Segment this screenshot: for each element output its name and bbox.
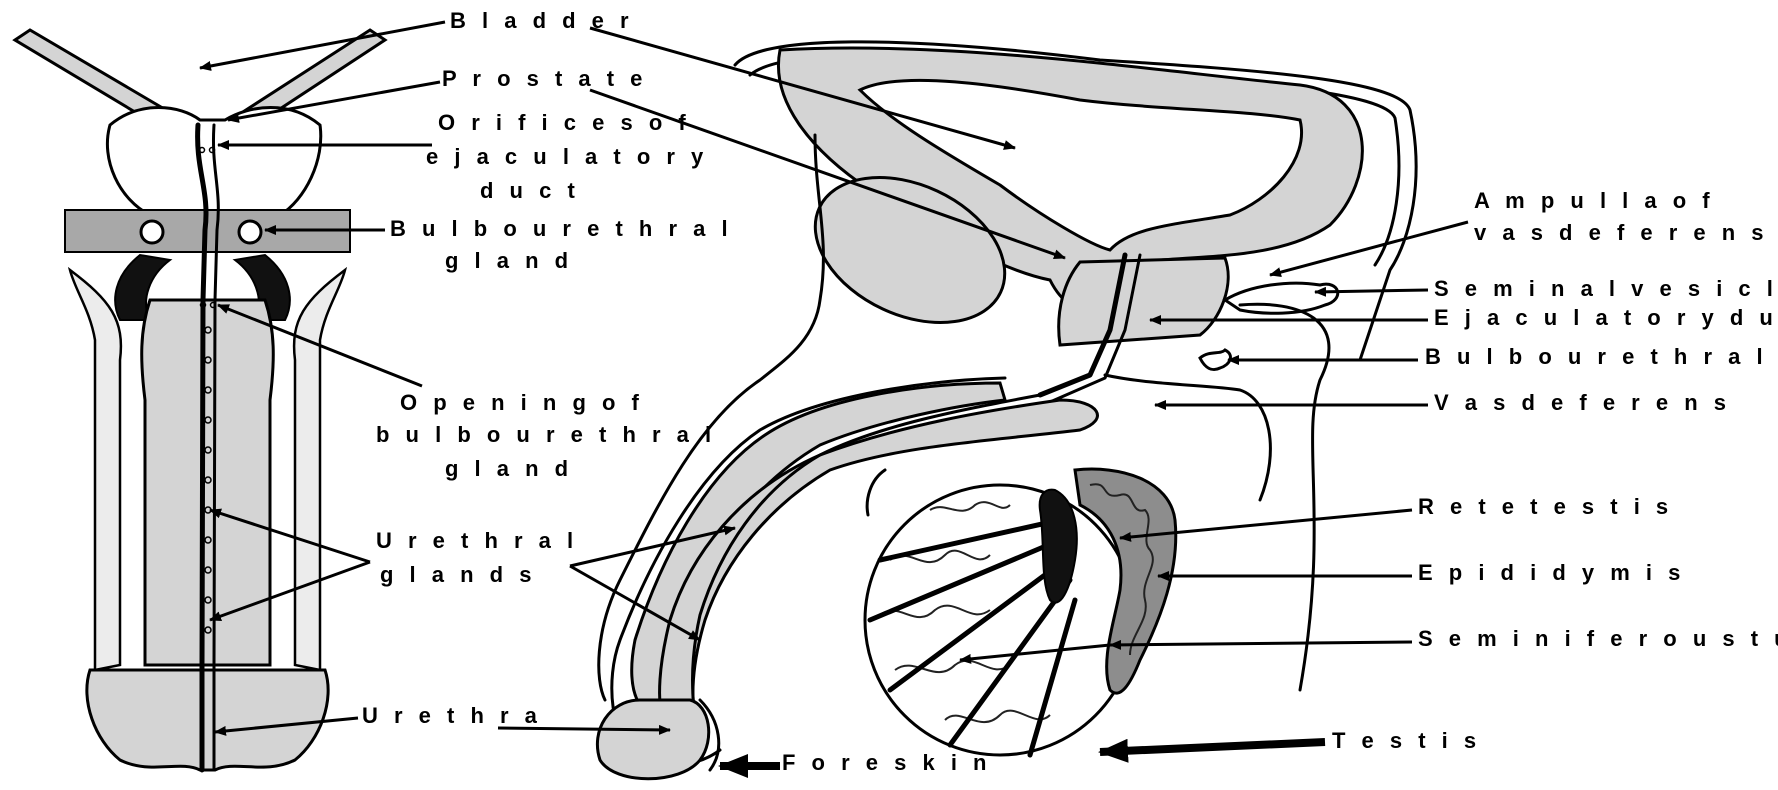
label-testis: T e s t i s: [1332, 728, 1481, 753]
bulbourethral-gland-left: [141, 221, 163, 243]
glans-frontal: [87, 670, 328, 770]
label-foreskin: F o r e s k i n: [782, 750, 991, 775]
sagittal-section-figure: [597, 42, 1416, 779]
bulbourethral-gland-sagittal: [1200, 350, 1230, 370]
label-urethra: U r e t h r a: [362, 703, 542, 728]
scrotal-skin: [867, 470, 885, 515]
corpus-cavernosum-left: [70, 270, 121, 670]
label-opening-1: O p e n i n g o f: [400, 390, 644, 415]
frontal-section-figure: [15, 30, 385, 770]
prostate-sagittal: [1059, 258, 1228, 345]
bulbourethral-gland-right: [239, 221, 261, 243]
label-orifices-2: e j a c u l a t o r y: [426, 144, 708, 169]
label-prostate: P r o s t a t e: [442, 66, 647, 91]
label-urethral-1: U r e t h r a l: [376, 528, 578, 553]
label-rete-testis: R e t e t e s t i s: [1418, 494, 1673, 519]
label-orifices-3: d u c t: [480, 178, 580, 203]
vas-deferens-tube: [1240, 304, 1329, 690]
glans-sagittal: [597, 700, 708, 779]
label-epididymis: E p i d i d y m i s: [1418, 560, 1685, 585]
label-ejaculatory-duct: E j a c u l a t o r y d u c t: [1434, 305, 1778, 330]
label-urethral-2: g l a n d s: [380, 562, 536, 587]
label-opening-3: g l a n d: [445, 456, 573, 481]
arrow-urethra-right: [498, 728, 670, 730]
label-bulbourethral-2: g l a n d: [445, 248, 573, 273]
label-bulbourethral-1: B u l b o u r e t h r a l: [390, 216, 733, 241]
arrow-testis: [1100, 742, 1325, 752]
arrow-seminiferous-1: [1110, 642, 1412, 645]
label-ampulla-1: A m p u l l a o f: [1474, 188, 1715, 213]
label-opening-2: b u l b o u r e t h r a l: [376, 422, 716, 447]
corpus-cavernosum-right: [294, 270, 345, 670]
label-seminal-vesicle: S e m i n a l v e s i c l e: [1434, 276, 1778, 301]
arrow-seminal-vesicle: [1315, 290, 1428, 292]
seminal-vesicle-shape: [1225, 283, 1338, 313]
label-bladder: B l a d d e r: [450, 8, 634, 33]
label-vas-deferens: V a s d e f e r e n s: [1434, 390, 1731, 415]
label-seminiferous-tubule: S e m i n i f e r o u s t u b u l e: [1418, 626, 1778, 651]
label-bulbourethral-gland-right: B u l b o u r e t h r a l g l a n d: [1425, 344, 1778, 369]
label-ampulla-2: v a s d e f e r e n s: [1474, 220, 1769, 245]
